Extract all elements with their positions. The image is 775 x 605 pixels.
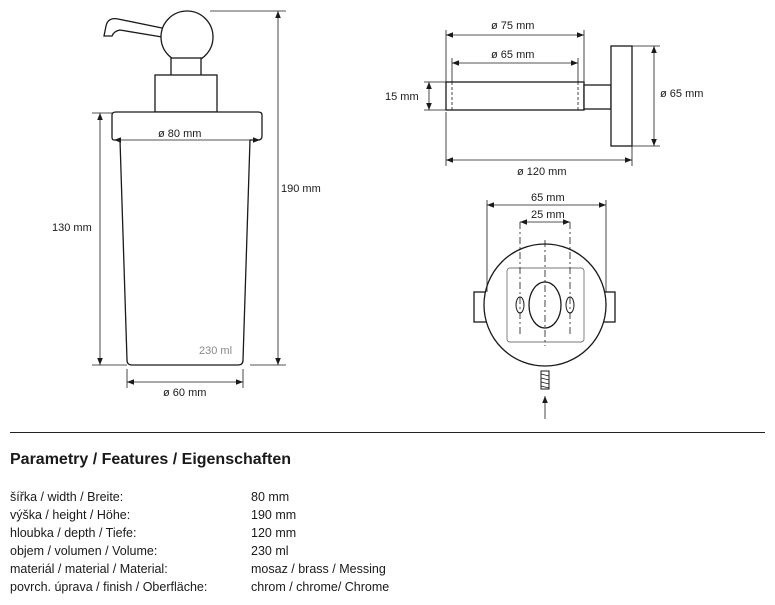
glass-body — [111, 111, 263, 366]
pump-collar — [154, 74, 218, 113]
plate-width-label: 65 mm — [531, 192, 565, 204]
holder-side-view — [445, 45, 633, 147]
feature-label: materiál / material / Material: — [10, 562, 168, 576]
feature-row-height: výška / height / Höhe: 190 mm — [10, 506, 510, 524]
pump-ball — [160, 10, 214, 64]
volume-label: 230 ml — [199, 345, 232, 357]
dispenser-drawing — [103, 10, 263, 366]
feature-value: chrom / chrome/ Chrome — [251, 580, 390, 594]
feature-label: povrch. úprava / finish / Oberfläche: — [10, 580, 208, 594]
feature-row-width: šířka / width / Breite: 80 mm — [10, 488, 510, 506]
feature-row-volume: objem / volumen / Volume: 230 ml — [10, 542, 510, 560]
depth-label: ø 120 mm — [517, 166, 567, 178]
holder-ring-profile — [445, 81, 585, 111]
feature-value: 80 mm — [251, 490, 290, 504]
flange-diameter-label: ø 65 mm — [660, 88, 703, 100]
feature-value: 230 ml — [251, 544, 289, 558]
feature-value: mosaz / brass / Messing — [251, 562, 386, 576]
neck-diameter-label: ø 80 mm — [158, 128, 201, 140]
front-view-dimensions — [486, 200, 607, 419]
rod-outer-diameter-label: ø 75 mm — [491, 20, 534, 32]
hole-spacing-label: 25 mm — [531, 209, 565, 221]
base-diameter-label: ø 60 mm — [163, 387, 206, 399]
technical-drawing: ø 80 mm ø 60 mm 190 mm 130 mm 230 ml ø 7… — [52, 10, 703, 419]
feature-row-material: materiál / material / Material: mosaz / … — [10, 560, 510, 578]
feature-row-depth: hloubka / depth / Tiefe: 120 mm — [10, 524, 510, 542]
feature-label: objem / volumen / Volume: — [10, 544, 158, 558]
section-divider — [10, 432, 765, 433]
feature-label: hloubka / depth / Tiefe: — [10, 526, 137, 540]
glass-height-label: 130 mm — [52, 222, 92, 234]
mounting-plate — [506, 267, 585, 343]
feature-label: výška / height / Höhe: — [10, 508, 131, 522]
holder-front-view — [473, 243, 616, 390]
features-table: šířka / width / Breite: 80 mm výška / he… — [10, 488, 510, 596]
feature-value: 190 mm — [251, 508, 297, 522]
features-title: Parametry / Features / Eigenschaften — [10, 451, 291, 468]
feature-label: šířka / width / Breite: — [10, 490, 124, 504]
dispenser-dimensions — [92, 10, 286, 388]
rod-thickness-label: 15 mm — [385, 91, 419, 103]
feature-value: 120 mm — [251, 526, 297, 540]
total-height-label: 190 mm — [281, 183, 321, 195]
rod-inner-diameter-label: ø 65 mm — [491, 49, 534, 61]
pump-neck — [170, 57, 202, 77]
side-view-dimensions — [424, 30, 660, 166]
wall-flange — [610, 45, 633, 147]
feature-row-finish: povrch. úprava / finish / Oberfläche: ch… — [10, 578, 510, 596]
pump-spout — [103, 18, 163, 38]
holder-arm — [583, 84, 612, 110]
